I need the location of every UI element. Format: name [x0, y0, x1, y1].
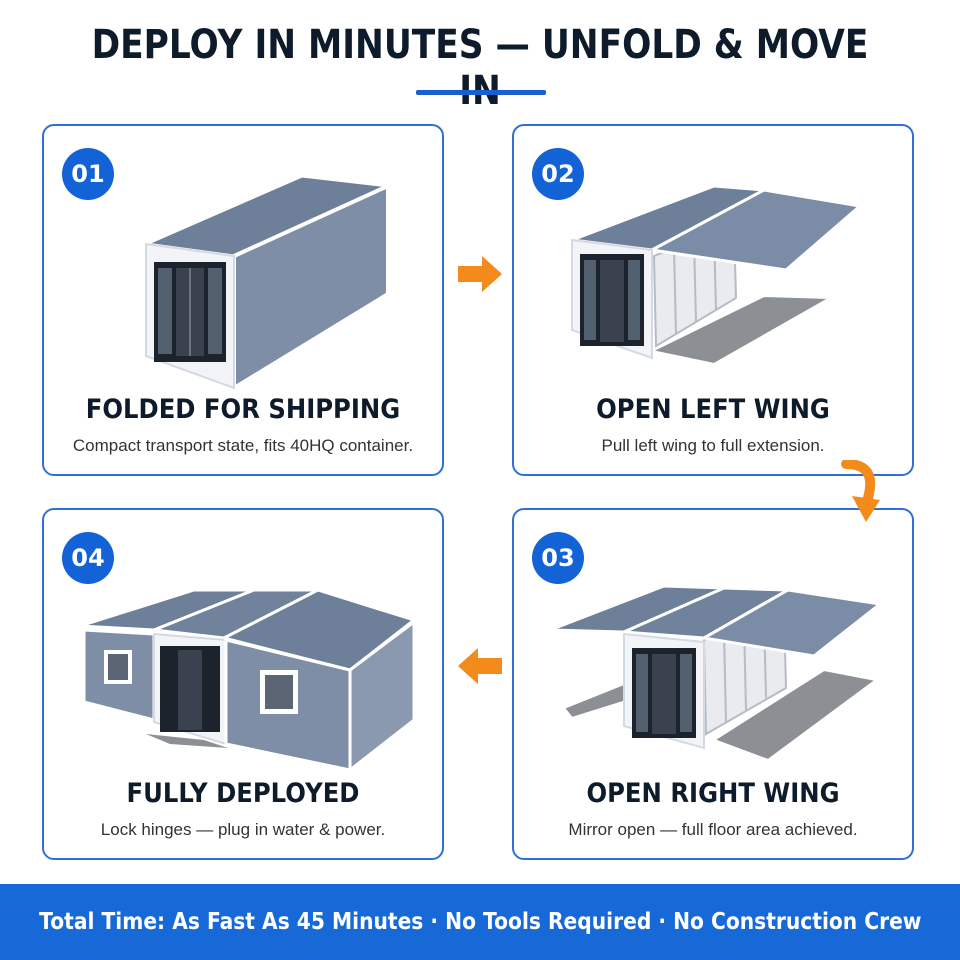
step-title: FOLDED FOR SHIPPING [85, 394, 401, 425]
step-title: OPEN RIGHT WING [586, 778, 840, 809]
step-card-01: 01 FOLDED FOR SHIPPING Compact transport… [42, 124, 444, 476]
page-title: DEPLOY IN MINUTES — UNFOLD & MOVE IN [91, 22, 869, 114]
folded-container-illustration [140, 174, 394, 392]
right-wing-open-illustration [549, 584, 884, 762]
step-title: OPEN LEFT WING [596, 394, 830, 425]
footer-banner: Total Time: As Fast As 45 Minutes · No T… [0, 884, 960, 960]
curved-arrow-down-icon [841, 460, 880, 522]
step-number-badge: 02 [532, 148, 584, 200]
step-card-03: 03 OPEN RIGHT WING Mirror open — full fl… [512, 508, 914, 860]
step-description: Pull left wing to full extension. [601, 436, 825, 455]
step-description: Compact transport state, fits 40HQ conta… [72, 436, 414, 455]
arrow-right-icon [458, 256, 502, 292]
footer-text: Total Time: As Fast As 45 Minutes · No T… [38, 909, 922, 935]
step-card-02: 02 OPEN LEFT WING Pull left wing to full… [512, 124, 914, 476]
step-card-04: 04 FULLY DEPLOYED Lock hinges — plug in … [42, 508, 444, 860]
left-wing-open-illustration [571, 184, 864, 366]
step-number-badge: 01 [62, 148, 114, 200]
title-underline [416, 90, 546, 95]
step-number-badge: 03 [532, 532, 584, 584]
step-title: FULLY DEPLOYED [126, 778, 360, 809]
fully-deployed-house-illustration [79, 588, 418, 774]
arrow-left-icon [458, 648, 502, 684]
step-description: Mirror open — full floor area achieved. [568, 820, 858, 839]
step-description: Lock hinges — plug in water & power. [100, 820, 386, 839]
step-number-badge: 04 [62, 532, 114, 584]
